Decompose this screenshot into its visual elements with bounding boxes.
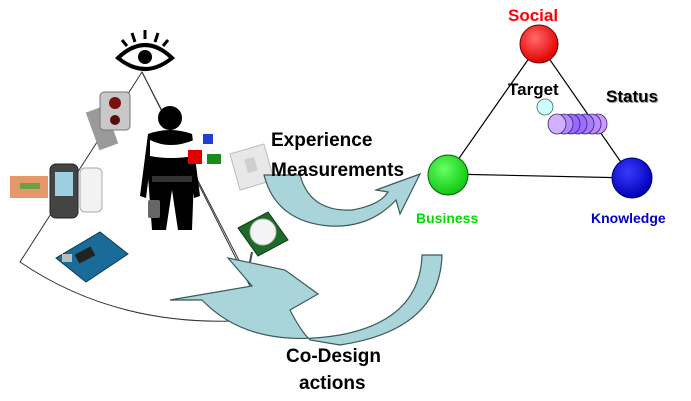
pir-sensor-icon (237, 211, 289, 263)
codesign-label-line2: actions (299, 373, 366, 394)
social-node (519, 24, 559, 64)
business-node (427, 154, 469, 196)
status-label: Status (606, 87, 658, 106)
target-node (536, 98, 554, 116)
person-icon (140, 106, 221, 230)
rfid-card-icon (10, 176, 48, 198)
experience-arrow (263, 172, 422, 227)
business-label: Business (416, 210, 479, 226)
knowledge-label: Knowledge (591, 210, 666, 226)
status-indicator (547, 113, 608, 135)
target-label: Target (508, 80, 559, 99)
social-label: Social (508, 6, 559, 25)
codesign-label-line1: Co-Design (286, 346, 381, 367)
sensor-device-icon (85, 91, 131, 151)
wall-switch-icon (229, 143, 275, 191)
experience-label-line2: Measurements (271, 160, 405, 181)
status-triangle (446, 42, 634, 179)
experience-label-line1: Experience (271, 130, 373, 151)
mobile-phone-icon (49, 163, 103, 219)
arduino-board-icon (55, 231, 129, 283)
knowledge-node (611, 157, 653, 199)
eye-icon (114, 30, 176, 71)
codesign-arrow (169, 254, 443, 346)
